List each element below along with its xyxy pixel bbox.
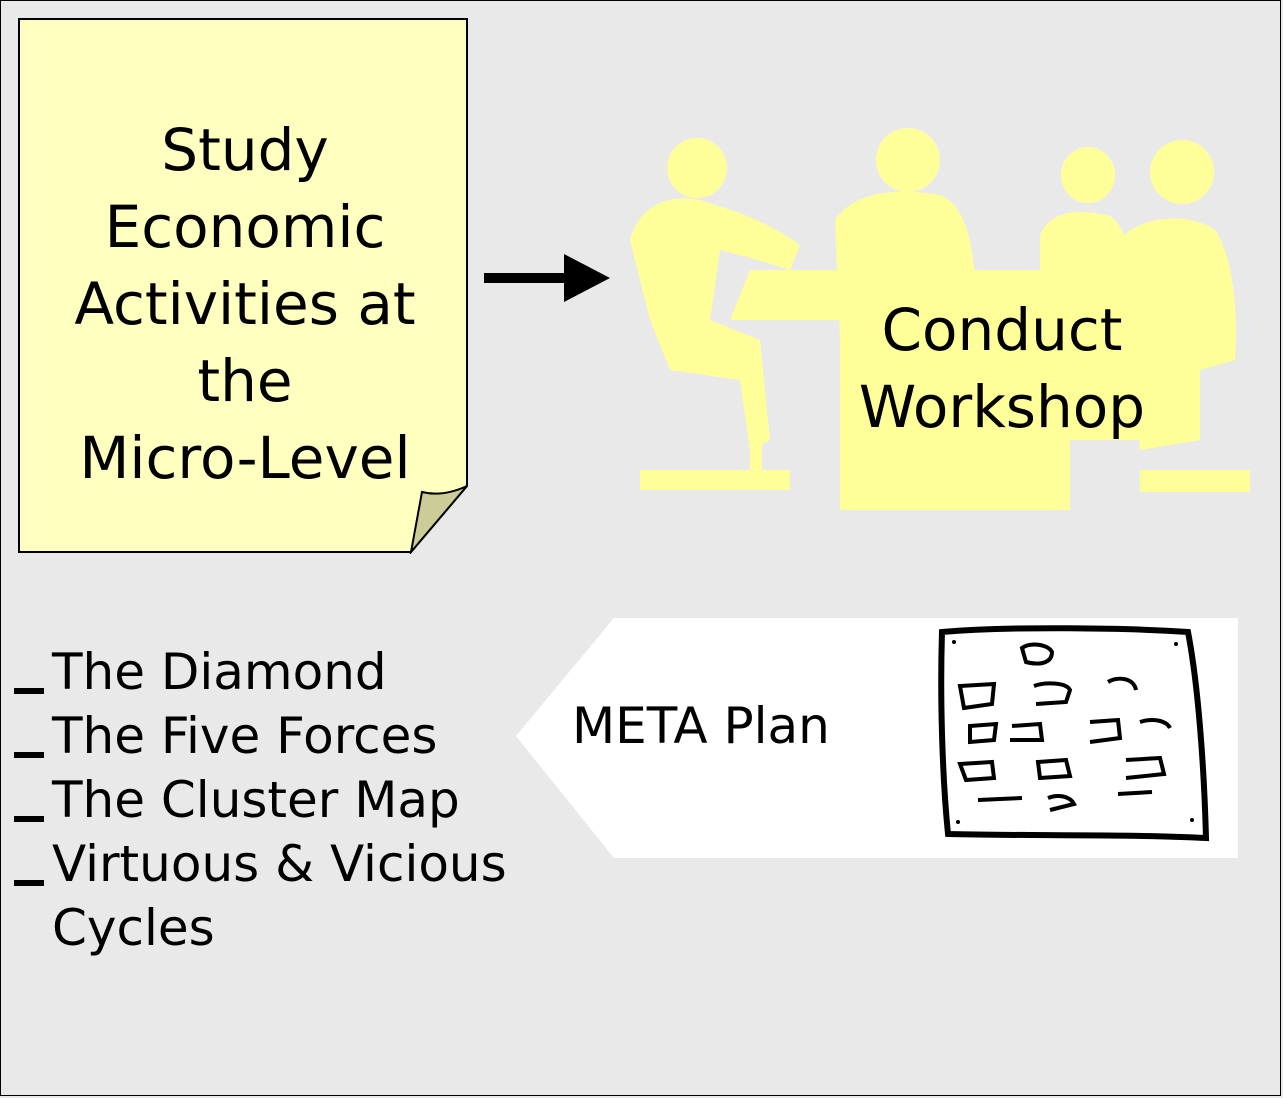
- tools-list: The Diamond The Five Forces The Cluster …: [10, 640, 510, 960]
- list-item: The Five Forces: [10, 704, 510, 768]
- dash-bullet-icon: [14, 816, 44, 822]
- dash-bullet-icon: [14, 688, 44, 694]
- right-arrow-icon: [484, 254, 610, 302]
- dash-bullet-icon: [14, 752, 44, 758]
- workshop-label: Conduct Workshop: [852, 292, 1152, 446]
- note-line-1: Study: [161, 116, 329, 184]
- list-item: The Diamond: [10, 640, 510, 704]
- note-line-5: Micro-Level: [79, 424, 411, 492]
- note-line-2: Economic: [104, 193, 386, 261]
- list-item: The Cluster Map: [10, 768, 510, 832]
- meeting-people-icon: [630, 128, 1250, 510]
- dash-bullet-icon: [14, 880, 44, 886]
- list-item-continuation: Cycles: [52, 899, 215, 957]
- note-line-3: Activities at: [74, 270, 416, 338]
- workshop-line-1: Conduct: [881, 296, 1123, 364]
- pinboard-icon: [938, 625, 1210, 842]
- list-item: Virtuous & Vicious: [10, 832, 510, 896]
- workshop-line-2: Workshop: [858, 373, 1146, 441]
- note-line-4: the: [197, 347, 293, 415]
- meta-plan-label: META Plan: [572, 697, 830, 755]
- note-text: Study Economic Activities at the Micro-L…: [40, 112, 450, 497]
- sticky-note: [18, 18, 468, 554]
- page-fold: [409, 485, 468, 554]
